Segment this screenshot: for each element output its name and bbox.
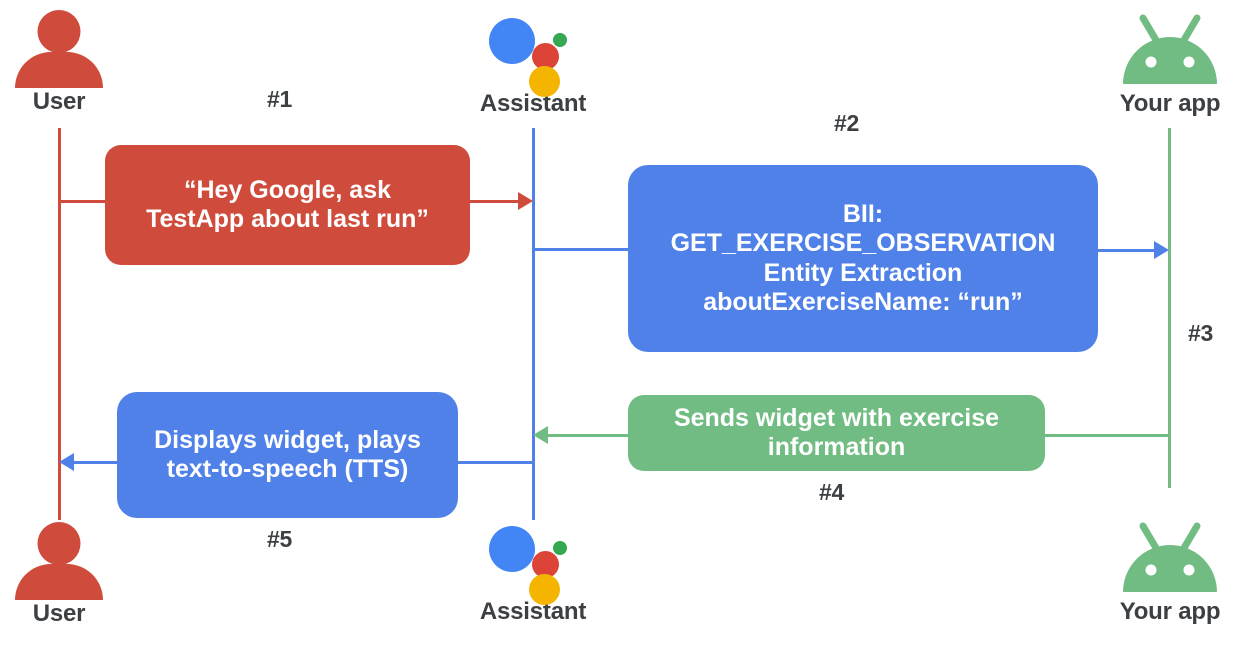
message-box-4: Sends widget with exercise information	[628, 395, 1045, 471]
lifeline-app-top	[1168, 128, 1171, 488]
message-1-line-1: “Hey Google, ask	[183, 175, 392, 204]
actor-label-user-bottom: User	[32, 600, 86, 627]
actor-user-bottom: User	[0, 522, 139, 626]
lifeline-assistant-top	[532, 128, 535, 520]
step-number-4: #4	[819, 479, 844, 505]
step-number-1: #1	[267, 86, 292, 112]
connector-msg1-to-assistant	[466, 200, 522, 203]
arrowhead-msg1-right	[518, 192, 533, 210]
actor-app-bottom: Your app	[1090, 520, 1244, 624]
message-box-1: “Hey Google, ask TestApp about last run”	[105, 145, 470, 265]
message-box-5: Displays widget, plays text-to-speech (T…	[117, 392, 458, 518]
assistant-green-dot-icon	[553, 33, 567, 47]
message-2-line-3: Entity Extraction	[763, 258, 963, 287]
connector-msg4-to-assistant	[541, 434, 633, 437]
assistant-yellow-dot-icon	[529, 574, 560, 605]
actor-user-top: User	[0, 10, 139, 114]
actor-label-assistant-bottom: Assistant	[479, 598, 587, 625]
connector-msg2-to-app	[1094, 249, 1156, 252]
message-4-line-1: Sends widget with exercise	[673, 403, 1000, 432]
message-1-line-2: TestApp about last run”	[146, 205, 429, 233]
google-assistant-icon	[485, 10, 581, 97]
assistant-green-dot-icon	[553, 541, 567, 555]
actor-label-user-top: User	[32, 88, 86, 115]
assistant-yellow-dot-icon	[529, 66, 560, 97]
arrowhead-msg4-left	[533, 426, 548, 444]
assistant-blue-dot-icon	[489, 526, 535, 572]
actor-label-assistant-top: Assistant	[479, 90, 587, 117]
message-5-line-1: Displays widget, plays	[154, 425, 421, 454]
actor-assistant-top: Assistant	[453, 10, 613, 116]
actor-app-top: Your app	[1090, 12, 1244, 116]
connector-assistant-to-msg5	[454, 461, 534, 464]
step-number-3: #3	[1188, 320, 1213, 346]
message-4-line-2: information	[767, 433, 906, 461]
message-2-line-1: BII:	[842, 199, 884, 228]
arrowhead-msg5-left	[59, 453, 74, 471]
lifeline-user-top	[58, 128, 61, 520]
actor-assistant-bottom: Assistant	[453, 518, 613, 624]
assistant-red-dot-icon	[532, 551, 559, 578]
actor-label-app-top: Your app	[1119, 90, 1221, 117]
assistant-blue-dot-icon	[489, 18, 535, 64]
connector-assistant-to-msg2	[532, 248, 634, 251]
step-number-2: #2	[834, 110, 859, 136]
android-robot-icon	[1115, 520, 1225, 598]
actor-label-app-bottom: Your app	[1119, 598, 1221, 625]
connector-msg5-to-user	[67, 461, 123, 464]
user-avatar-icon	[14, 522, 104, 600]
connector-app-to-msg4	[1042, 434, 1170, 437]
message-box-2: BII: GET_EXERCISE_OBSERVATION Entity Ext…	[628, 165, 1098, 352]
assistant-red-dot-icon	[532, 43, 559, 70]
step-number-5: #5	[267, 526, 292, 552]
connector-user-to-msg1	[58, 200, 110, 203]
message-2-line-2: GET_EXERCISE_OBSERVATION	[670, 229, 1056, 257]
arrowhead-msg2-right	[1154, 241, 1169, 259]
google-assistant-icon	[485, 518, 581, 605]
message-5-line-2: text-to-speech (TTS)	[166, 455, 409, 483]
message-2-line-4: aboutExerciseName: “run”	[703, 288, 1023, 316]
android-robot-icon	[1115, 12, 1225, 90]
user-avatar-icon	[14, 10, 104, 88]
